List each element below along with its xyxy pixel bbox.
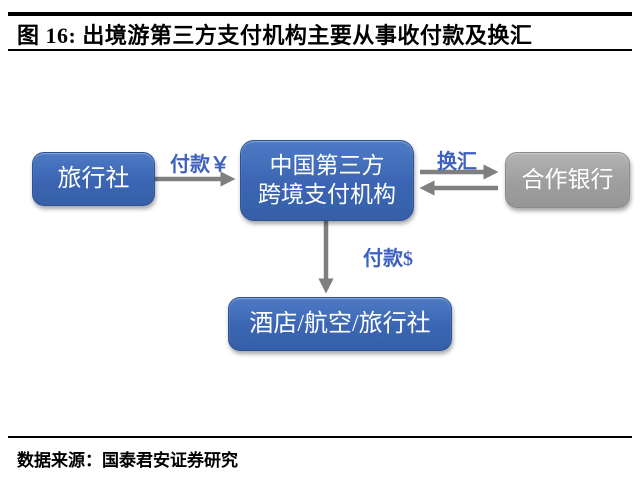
flow-diagram: 旅行社 中国第三方 跨境支付机构 合作银行 酒店/航空/旅行社 付款￥ 换汇 付… <box>0 60 640 430</box>
top-rule <box>8 12 632 16</box>
node-partner-bank-label: 合作银行 <box>521 166 614 192</box>
data-source: 数据来源：国泰君安证券研究 <box>17 451 238 470</box>
edge-label-exchange: 换汇 <box>437 151 477 173</box>
arrow-layer <box>155 164 499 294</box>
edge-label-pay-cny: 付款￥ <box>170 154 230 176</box>
node-payment-institution-label: 中国第三方 跨境支付机构 <box>258 152 396 207</box>
figure-title: 图 16: 出境游第三方支付机构主要从事收付款及换汇 <box>17 23 533 48</box>
bottom-rule <box>8 436 632 438</box>
node-travel-agency-label: 旅行社 <box>57 166 130 192</box>
node-payment-institution: 中国第三方 跨境支付机构 <box>240 140 414 221</box>
node-partner-bank: 合作银行 <box>505 152 630 208</box>
node-travel-agency: 旅行社 <box>32 152 155 206</box>
node-merchants-label: 酒店/航空/旅行社 <box>249 311 431 337</box>
title-divider <box>8 49 632 51</box>
node-merchants: 酒店/航空/旅行社 <box>228 297 452 351</box>
edge-label-pay-usd: 付款$ <box>363 248 413 270</box>
